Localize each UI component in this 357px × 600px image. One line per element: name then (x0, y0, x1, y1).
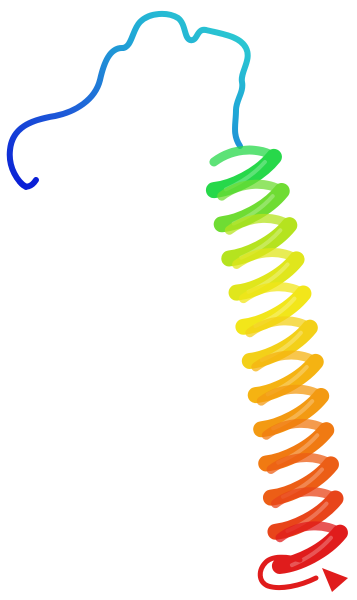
alpha-helix-segment (214, 150, 340, 566)
